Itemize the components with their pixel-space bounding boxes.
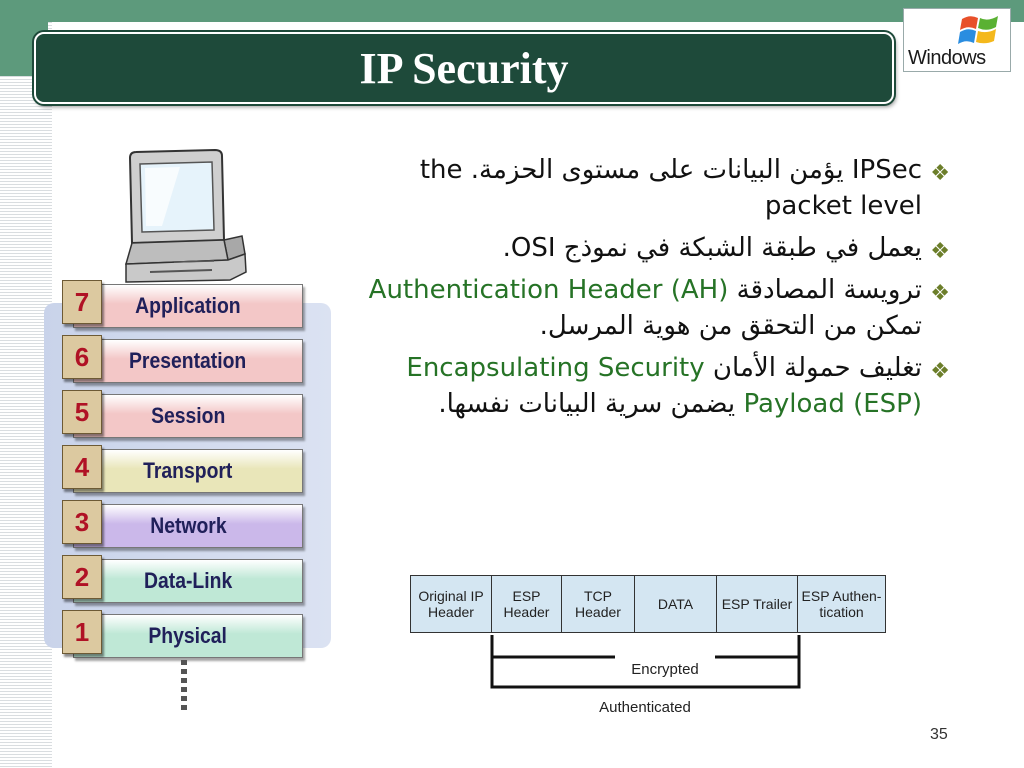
osi-layer-session: Session (73, 394, 303, 438)
packet-field-label: ESP Header (503, 588, 550, 620)
layer-number-1: 1 (62, 610, 102, 654)
packet-field-esp-header: ESP Header (491, 575, 562, 633)
bullet-item: ❖ ترويسة المصادقة Authentication Header … (360, 272, 950, 344)
bullet-list: ❖ IPSec يؤمن البيانات على مستوى الحزمة. … (360, 152, 950, 428)
page-number: 35 (930, 726, 948, 743)
encrypted-label: Encrypted (615, 661, 715, 678)
title-bar: IP Security (34, 32, 894, 104)
layer-number: 2 (74, 561, 90, 592)
layer-number: 4 (74, 451, 90, 482)
layer-number: 7 (74, 286, 90, 317)
slide-title: IP Security (359, 43, 569, 93)
layer-name: Data-Link (143, 568, 233, 593)
layer-number: 5 (74, 396, 90, 427)
bullet-item: ❖ IPSec يؤمن البيانات على مستوى الحزمة. … (360, 152, 950, 224)
osi-layer-physical: Physical (73, 614, 303, 658)
layer-number: 6 (74, 341, 90, 372)
bullet-text-ar: يضمن سرية البيانات نفسها. (438, 389, 736, 419)
bullet-text-punct: . (502, 233, 511, 263)
bullet-text-ar: تغليف حمولة الأمان (712, 353, 922, 383)
bullet-text-en: OSI (510, 233, 556, 263)
authenticated-label: Authenticated (580, 699, 710, 716)
bullet-text-ar: يؤمن البيانات على مستوى الحزمة. (470, 155, 844, 185)
bullet-text-en: the packet level (419, 155, 922, 221)
layer-number: 1 (74, 616, 90, 647)
packet-field-tcp-header: TCP Header (561, 575, 635, 633)
packet-field-esp-authentication: ESP Authen-tication (797, 575, 886, 633)
windows-logo-text: Windows (908, 47, 986, 69)
layer-name: Network (149, 513, 227, 538)
packet-field-esp-trailer: ESP Trailer (716, 575, 798, 633)
bullet-text-ar: يعمل في طبقة الشبكة في نموذج (563, 233, 922, 263)
layer-name: Physical (148, 623, 228, 648)
packet-field-original-ip-header: Original IP Header (410, 575, 492, 633)
computer-icon (124, 148, 247, 283)
diamond-bullet-icon: ❖ (930, 239, 950, 264)
osi-layer-transport: Transport (73, 449, 303, 493)
layer-number-7: 7 (62, 280, 102, 324)
bullet-item: ❖ تغليف حمولة الأمان Encapsulating Secur… (360, 350, 950, 422)
layer-name: Application (135, 293, 241, 318)
osi-layer-application: Application (73, 284, 303, 328)
diamond-bullet-icon: ❖ (930, 359, 950, 384)
bullet-item: ❖ يعمل في طبقة الشبكة في نموذج OSI. (360, 230, 950, 266)
top-band (0, 0, 1024, 22)
layer-number-6: 6 (62, 335, 102, 379)
bullet-text-ar: ترويسة المصادقة (736, 275, 922, 305)
layer-number: 3 (74, 506, 90, 537)
layer-number-2: 2 (62, 555, 102, 599)
packet-field-label: DATA (657, 596, 694, 612)
packet-field-label: TCP Header (575, 588, 621, 620)
bullet-text-en: Authentication Header (AH) (368, 275, 729, 305)
packet-field-label: ESP Trailer (721, 596, 793, 612)
bullet-text-en: Encapsulating Security Payload (ESP) (406, 353, 922, 419)
layer-name: Session (150, 403, 226, 428)
layer-name: Presentation (129, 348, 247, 373)
packet-field-data: DATA (634, 575, 717, 633)
bullet-text-en: IPSec (851, 155, 922, 185)
osi-layer-presentation: Presentation (73, 339, 303, 383)
continuation-dots (181, 660, 187, 712)
left-stripes (0, 22, 52, 768)
osi-layer-data-link: Data-Link (73, 559, 303, 603)
diamond-bullet-icon: ❖ (930, 161, 950, 186)
diamond-bullet-icon: ❖ (930, 281, 950, 306)
layer-name: Transport (143, 458, 233, 483)
windows-flag-icon (958, 16, 998, 44)
packet-field-label: ESP Authen-tication (801, 588, 882, 620)
bullet-text-ar: تمكن من التحقق من هوية المرسل. (539, 311, 922, 341)
osi-layer-network: Network (73, 504, 303, 548)
layer-number-4: 4 (62, 445, 102, 489)
packet-field-label: Original IP Header (418, 588, 484, 620)
layer-number-5: 5 (62, 390, 102, 434)
layer-number-3: 3 (62, 500, 102, 544)
windows-logo: Windows (903, 8, 1011, 72)
